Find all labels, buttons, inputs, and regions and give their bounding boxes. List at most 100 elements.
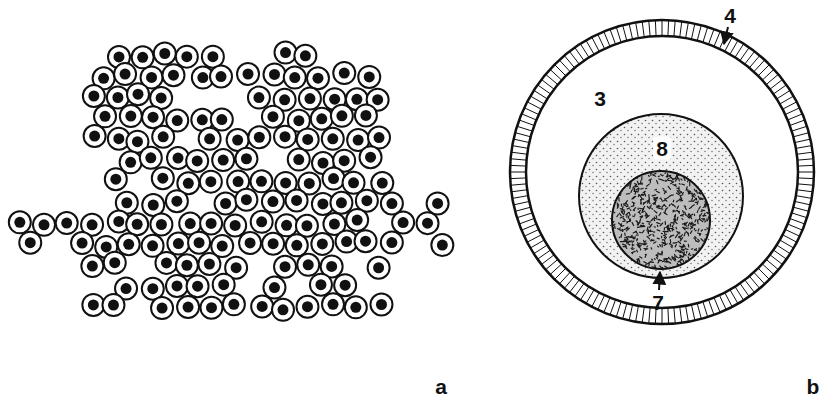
cell <box>155 252 177 274</box>
cell <box>140 147 162 169</box>
oocyte-drawing <box>510 20 814 324</box>
cell <box>239 232 261 254</box>
cell <box>215 192 237 214</box>
cell <box>262 233 284 255</box>
callout-number: 8 <box>653 137 671 160</box>
cell <box>200 212 222 234</box>
cell <box>9 211 31 233</box>
cell <box>288 149 310 171</box>
cell <box>310 274 332 296</box>
cell <box>186 150 208 172</box>
cell <box>284 67 306 89</box>
cell <box>274 126 296 148</box>
cell <box>132 46 154 68</box>
cell <box>167 233 189 255</box>
cell <box>274 256 296 278</box>
cell <box>392 212 414 234</box>
cell <box>345 296 367 318</box>
cell <box>200 171 222 193</box>
cell <box>150 214 172 236</box>
cell <box>223 293 245 315</box>
cell <box>251 211 273 233</box>
cell <box>177 296 199 318</box>
cell <box>224 214 246 236</box>
cell <box>334 274 356 296</box>
cell <box>107 87 129 109</box>
cell <box>294 45 316 67</box>
cell <box>19 232 41 254</box>
cell <box>152 167 174 189</box>
cell <box>142 106 164 128</box>
cell <box>154 42 176 64</box>
cell <box>166 190 188 212</box>
cell <box>431 234 453 256</box>
cell <box>198 253 220 275</box>
cell <box>104 252 126 274</box>
cell <box>152 126 174 148</box>
cell <box>297 254 319 276</box>
cell <box>127 83 149 105</box>
cell-cluster <box>9 42 454 321</box>
cell <box>114 63 136 85</box>
nucleus <box>612 171 710 269</box>
striated-band <box>510 20 814 324</box>
panel-letter: a <box>432 375 450 398</box>
nucleus-texture <box>610 171 712 271</box>
cell <box>71 232 93 254</box>
cell <box>82 294 104 316</box>
cell <box>262 191 284 213</box>
cell <box>120 105 142 127</box>
cell <box>371 172 393 194</box>
cell <box>126 213 148 235</box>
cell <box>360 146 382 168</box>
cell <box>235 148 257 170</box>
cell <box>346 209 368 231</box>
callout-number: 7 <box>649 291 667 314</box>
cell <box>84 125 106 147</box>
cell <box>368 257 390 279</box>
cell <box>296 215 318 237</box>
cell <box>311 233 333 255</box>
cell <box>323 168 345 190</box>
cell <box>176 46 198 68</box>
cell <box>417 212 439 234</box>
cell <box>105 168 127 190</box>
cell <box>263 277 285 299</box>
panel-letter: b <box>804 375 823 398</box>
cytoplasm <box>579 114 743 278</box>
cell <box>202 46 224 68</box>
cell <box>162 64 184 86</box>
cell <box>355 104 377 126</box>
cell <box>311 108 333 130</box>
cell <box>199 128 221 150</box>
cell <box>381 232 403 254</box>
cell <box>237 63 259 85</box>
cell <box>333 62 355 84</box>
leader-line <box>659 272 660 290</box>
cell <box>200 297 222 319</box>
cell <box>102 294 124 316</box>
cell <box>370 294 392 316</box>
cell <box>166 275 188 297</box>
cell <box>330 192 352 214</box>
cell <box>331 105 353 127</box>
cell <box>94 105 116 127</box>
cell <box>272 299 294 321</box>
cell <box>322 128 344 150</box>
cell <box>427 192 449 214</box>
cell <box>251 295 273 317</box>
cell <box>296 296 318 318</box>
cell <box>176 254 198 276</box>
cell <box>210 66 232 88</box>
cell <box>276 214 298 236</box>
cell <box>299 88 321 110</box>
cell <box>187 275 209 297</box>
cell <box>297 128 319 150</box>
cell <box>250 170 272 192</box>
cell <box>286 189 308 211</box>
cell <box>248 126 270 148</box>
callout-number: 4 <box>721 4 739 27</box>
cell <box>264 63 286 85</box>
cell <box>322 293 344 315</box>
